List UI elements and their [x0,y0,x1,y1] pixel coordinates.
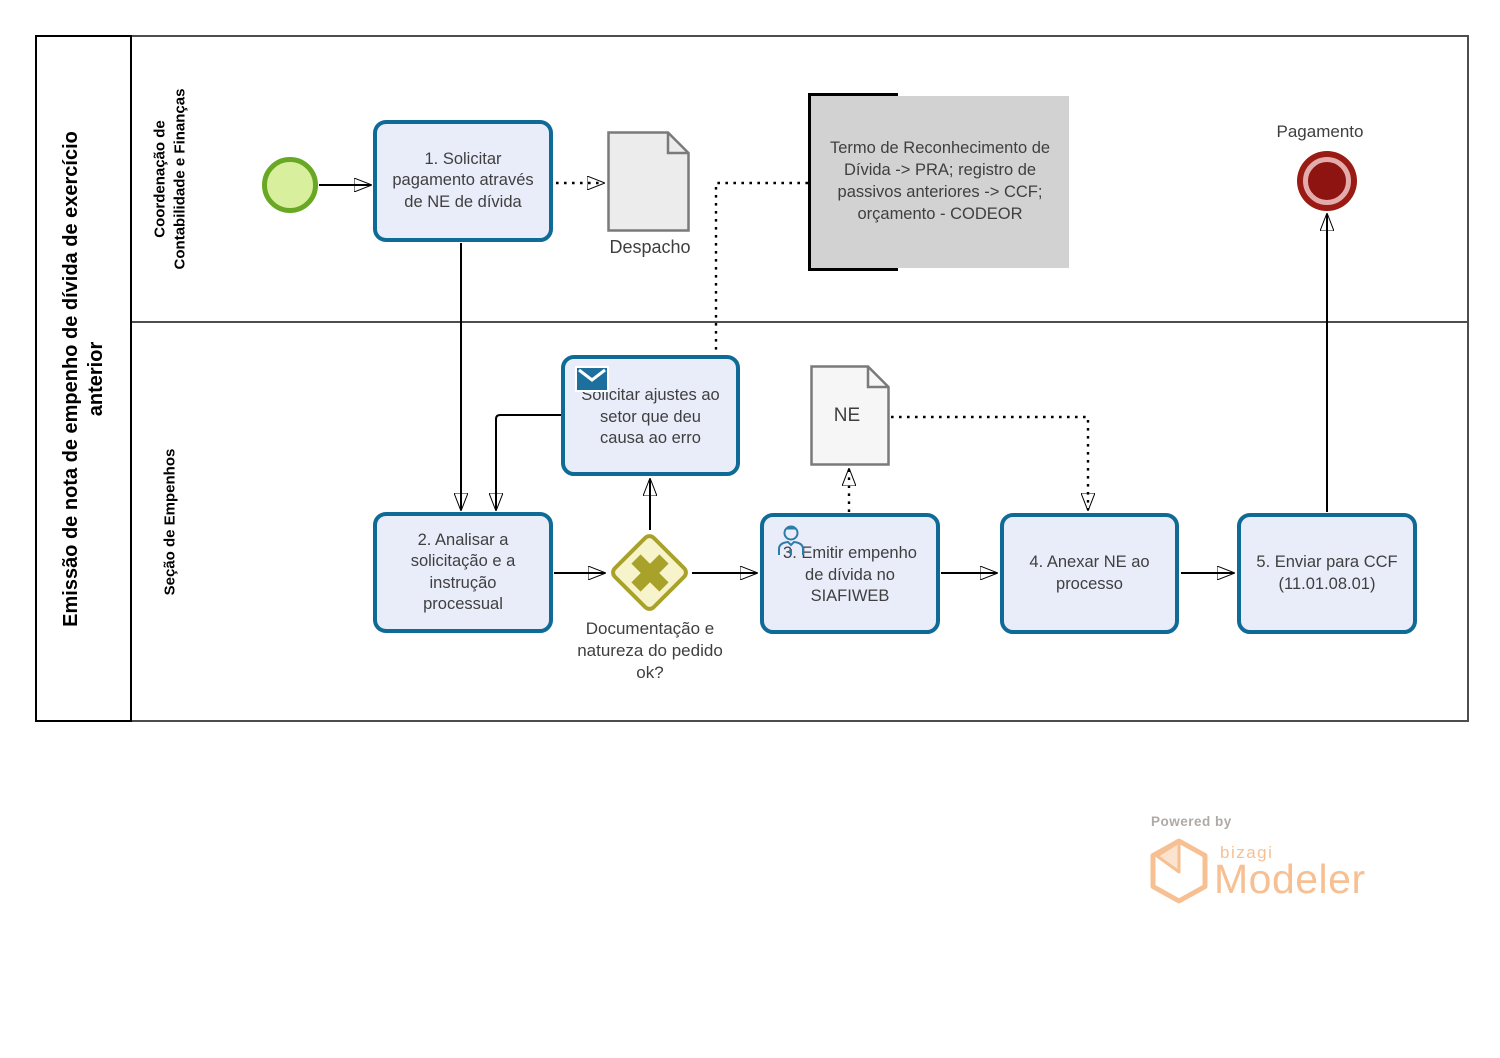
end-event-label: Pagamento [1276,122,1364,141]
pool-title-strip: Emissão de nota de empenho de dívida de … [35,35,132,722]
gateway-x-icon [631,554,669,592]
gateway-label: Documentação e natureza do pedido ok? [577,619,723,683]
task-4-anexar-ne[interactable]: 4. Anexar NE ao processo [1000,513,1179,634]
task-5-label: 5. Enviar para CCF (11.01.08.01) [1256,553,1398,593]
task-5-enviar-ccf[interactable]: 5. Enviar para CCF (11.01.08.01) [1237,513,1417,634]
modeler-wordmark: Modeler [1214,856,1366,902]
bizagi-wordmark: bizagi [1220,843,1274,862]
start-event[interactable] [262,157,318,213]
lane-divider [132,321,1469,323]
pool-title: Emissão de nota de empenho de dívida de … [59,130,107,627]
powered-by-text: Powered by [1151,814,1232,829]
document-despacho-label: Despacho [609,237,691,257]
bizagi-hexagon-icon [1150,838,1208,904]
task-3-label: 3. Emitir empenho de dívida no SIAFIWEB [783,544,917,606]
lane-header-coordenacao: Coordenação de Contabilidade e Finanças [132,35,208,322]
task-2-analisar[interactable]: 2. Analisar a solicitação e a instrução … [373,512,553,633]
text-annotation[interactable]: Termo de Reconhecimento de Dívida -> PRA… [808,93,1069,271]
end-event-pagamento[interactable] [1297,151,1357,211]
task-solicitar-ajustes-label: Solicitar ajustes ao setor que deu causa… [581,386,720,448]
task-2-label: 2. Analisar a solicitação e a instrução … [410,530,516,613]
lane-header-secao: Seção de Empenhos [132,322,208,722]
task-3-emitir-empenho[interactable]: 3. Emitir empenho de dívida no SIAFIWEB [760,513,940,634]
document-ne[interactable] [810,365,890,466]
document-ne-label: NE [833,404,861,426]
user-icon [778,525,804,555]
task-1-label: 1. Solicitar pagamento através de NE de … [392,149,534,211]
lane-label-secao: Seção de Empenhos [161,448,179,596]
text-annotation-body: Termo de Reconhecimento de Dívida -> PRA… [829,139,1051,223]
task-4-label: 4. Anexar NE ao processo [1029,553,1150,593]
lane-label-coordenacao: Coordenação de Contabilidade e Finanças [151,88,189,269]
end-event-inner-ring [1303,157,1351,205]
task-1-solicitar-pagamento[interactable]: 1. Solicitar pagamento através de NE de … [373,120,553,242]
document-despacho[interactable] [607,131,690,232]
message-icon [575,366,609,392]
